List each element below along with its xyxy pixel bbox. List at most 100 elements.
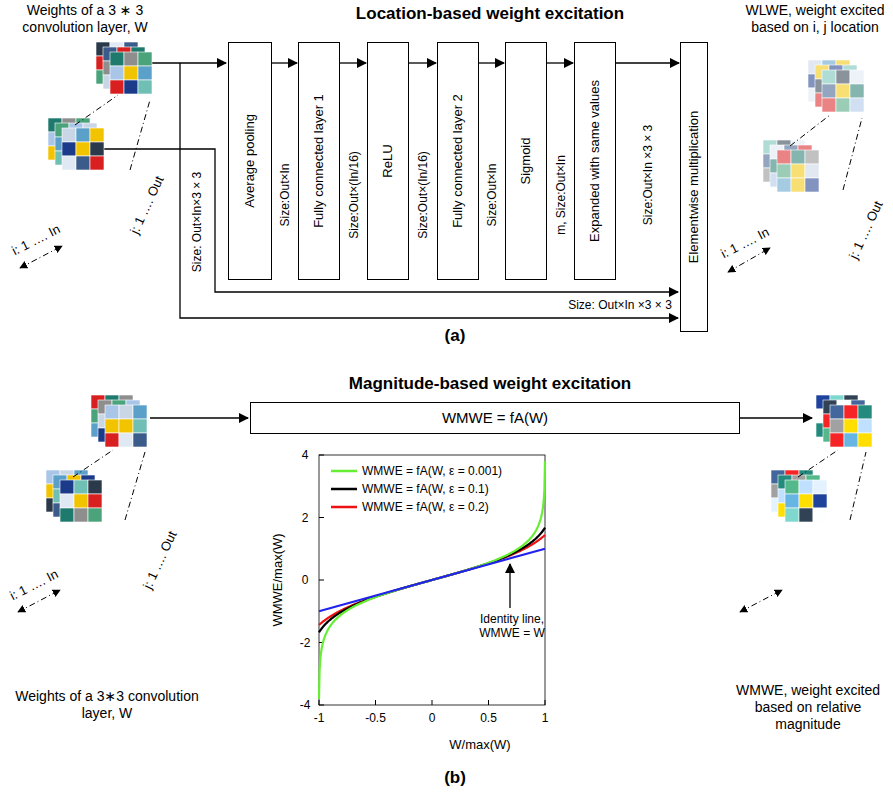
kernel-cell bbox=[822, 98, 836, 112]
kernel-cell bbox=[105, 405, 119, 419]
kernel-cell bbox=[813, 494, 827, 508]
plot-frame bbox=[319, 455, 545, 705]
index-leader bbox=[740, 590, 782, 612]
index-leader bbox=[850, 452, 866, 520]
size-label: m, Size:Out×In bbox=[554, 154, 568, 236]
kernel-cell bbox=[777, 164, 791, 178]
tick-label: 4 bbox=[302, 448, 309, 462]
kernel-cell bbox=[799, 494, 813, 508]
annotation: Size: Out×In×3 × 3 bbox=[190, 171, 204, 273]
kernel-cell bbox=[813, 508, 827, 522]
tick-label: 0.5 bbox=[480, 711, 497, 725]
flow-arrow bbox=[272, 62, 297, 63]
kernel-cell bbox=[830, 405, 844, 419]
kernel-cell bbox=[74, 494, 88, 508]
annotation: i: 1 …. In bbox=[718, 224, 771, 262]
kernel-cell bbox=[62, 156, 76, 170]
kernel-cell bbox=[119, 405, 133, 419]
annotation: WMWE/max(W) bbox=[270, 533, 286, 626]
kernel-cell bbox=[138, 80, 152, 94]
kernel-cell bbox=[133, 419, 147, 433]
kernel-cell bbox=[836, 98, 850, 112]
index-leader bbox=[73, 450, 113, 477]
box-label: Elementwise multiplication bbox=[686, 111, 702, 263]
kernel-cell bbox=[836, 84, 850, 98]
tick bbox=[488, 700, 489, 705]
kernel-cell bbox=[805, 164, 819, 178]
flow-arrow bbox=[616, 62, 679, 63]
plot bbox=[319, 455, 545, 705]
box-label: Average pooling bbox=[242, 114, 258, 208]
kernel-cell bbox=[844, 405, 858, 419]
annotation: WLWE, weight excited based on i, j locat… bbox=[740, 2, 890, 36]
kernel-cell bbox=[850, 98, 864, 112]
kernel-cell bbox=[830, 433, 844, 447]
kernel-cell bbox=[850, 70, 864, 84]
process-box: Sigmoid bbox=[505, 42, 547, 280]
tick-label: 0 bbox=[302, 573, 309, 587]
annotation: (a) bbox=[445, 326, 466, 346]
kernel-cell bbox=[124, 66, 138, 80]
process-box: WMWE = fA(W) bbox=[250, 402, 740, 434]
kernel-cell bbox=[90, 128, 104, 142]
kernel-cell bbox=[785, 494, 799, 508]
box-label: Expanded with same values bbox=[587, 80, 603, 242]
kernel-cell bbox=[138, 52, 152, 66]
kernel-cell bbox=[74, 508, 88, 522]
process-box: Average pooling bbox=[228, 42, 272, 280]
annotation: j: 1 …. Out bbox=[127, 174, 167, 237]
process-box: ReLU bbox=[367, 42, 409, 280]
kernel-cell bbox=[62, 142, 76, 156]
size-label: Size:Out×In ×3 × 3 bbox=[641, 124, 655, 226]
kernel-cell bbox=[791, 164, 805, 178]
kernel-stacks bbox=[18, 42, 872, 612]
box-label: WMWE = fA(W) bbox=[442, 409, 548, 427]
index-leader bbox=[130, 100, 150, 170]
kernel-cell bbox=[777, 178, 791, 192]
process-box: Fully connected layer 1 bbox=[298, 42, 340, 280]
tick-label: -1 bbox=[314, 711, 325, 725]
box-label: Fully connected layer 2 bbox=[450, 94, 466, 228]
flow-arrow bbox=[409, 62, 436, 63]
annotation: i: 1 …. In bbox=[7, 566, 60, 604]
kernel-cell bbox=[133, 405, 147, 419]
tick bbox=[319, 700, 320, 705]
output-arrow bbox=[740, 417, 812, 418]
annotation: (b) bbox=[444, 768, 466, 788]
box-label: ReLU bbox=[380, 144, 396, 177]
tick-label: -4 bbox=[300, 698, 311, 712]
kernel-cell bbox=[785, 508, 799, 522]
tick-label: 0 bbox=[429, 711, 436, 725]
kernel-cell bbox=[88, 494, 102, 508]
legend-entry: WMWE = fA(W, ε = 0.2) bbox=[330, 498, 502, 516]
tick bbox=[319, 517, 324, 518]
process-box: Expanded with same values bbox=[574, 42, 616, 280]
size-label: Size:Out×(In/16) bbox=[347, 150, 361, 240]
legend-label: WMWE = fA(W, ε = 0.001) bbox=[362, 464, 502, 478]
kernel-cell bbox=[62, 128, 76, 142]
kernel-cell bbox=[813, 480, 827, 494]
kernel-cell bbox=[138, 66, 152, 80]
annotation: W/max(W) bbox=[449, 737, 510, 753]
kernel-cell bbox=[119, 433, 133, 447]
annotation-arrow bbox=[509, 564, 510, 608]
kernel-cell bbox=[60, 494, 74, 508]
tick bbox=[432, 700, 433, 705]
kernel-cell bbox=[76, 128, 90, 142]
legend: WMWE = fA(W, ε = 0.001) WMWE = fA(W, ε = … bbox=[326, 460, 506, 518]
annotation: i: 1 …. In bbox=[9, 221, 62, 259]
kernel-cell bbox=[105, 433, 119, 447]
annotation: Magnitude-based weight excitation bbox=[349, 374, 631, 394]
size-label: Size:Out×(In/16) bbox=[416, 150, 430, 240]
index-leader bbox=[790, 115, 830, 146]
index-leader bbox=[75, 95, 118, 125]
size-label: Size:Out×In bbox=[278, 162, 292, 227]
kernel-cell bbox=[88, 480, 102, 494]
kernel-cell bbox=[850, 84, 864, 98]
kernel-cell bbox=[110, 52, 124, 66]
index-leader bbox=[843, 118, 862, 190]
kernel-cell bbox=[88, 508, 102, 522]
kernel-cell bbox=[858, 433, 872, 447]
identity-line bbox=[319, 549, 545, 612]
tick bbox=[545, 700, 546, 705]
